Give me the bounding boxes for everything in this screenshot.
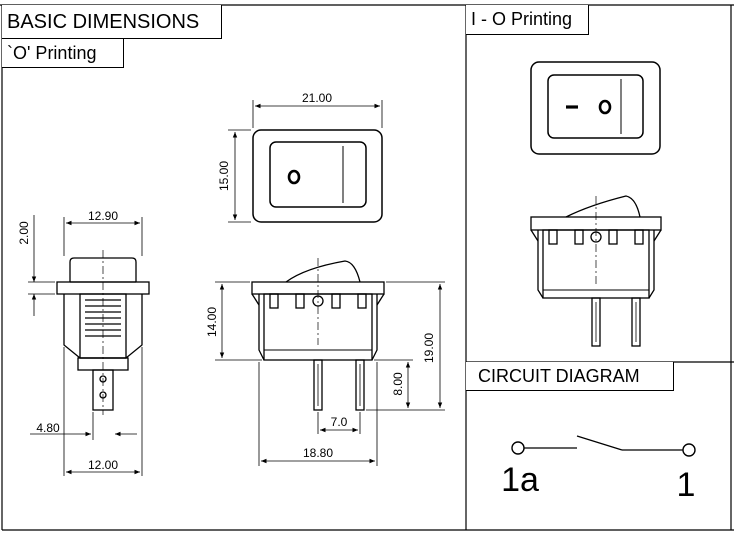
- terminal-label-1: 1: [677, 466, 696, 504]
- side-dimension-lines: [28, 215, 143, 476]
- terminal-label-1a: 1a: [501, 461, 539, 499]
- dim-terminal-length: 8.00: [391, 372, 405, 396]
- circuit-diagram: [511, 435, 696, 457]
- front-view-switch: [252, 129, 383, 223]
- frame-lines: [0, 4, 734, 531]
- io-front-view-switch: [530, 61, 661, 155]
- dim-front-height: 15.00: [217, 161, 231, 191]
- dim-side-width: 12.90: [88, 209, 118, 223]
- side-view-switch: [56, 250, 150, 415]
- profile-view-switch: [251, 258, 385, 411]
- dim-overall-width: 18.80: [303, 446, 333, 460]
- dim-side-flange: 2.00: [17, 221, 31, 245]
- dim-front-width: 21.00: [302, 91, 332, 105]
- dim-side-terminal-offset: 4.80: [36, 421, 60, 435]
- profile-dimension-lines: [215, 281, 445, 466]
- circuit-diagram-heading: CIRCUIT DIAGRAM: [466, 362, 674, 391]
- io-profile-view-switch: [530, 195, 662, 347]
- dim-side-bottom-width: 12.00: [88, 458, 118, 472]
- basic-dimensions-heading: BASIC DIMENSIONS: [2, 5, 222, 39]
- io-printing-heading: I - O Printing: [466, 5, 589, 35]
- front-dimension-lines: [228, 100, 383, 223]
- dim-body-height: 14.00: [205, 307, 219, 337]
- dim-terminal-spacing: 7.0: [331, 415, 348, 429]
- dim-total-height: 19.00: [422, 333, 436, 363]
- o-printing-heading: `O' Printing: [2, 39, 124, 68]
